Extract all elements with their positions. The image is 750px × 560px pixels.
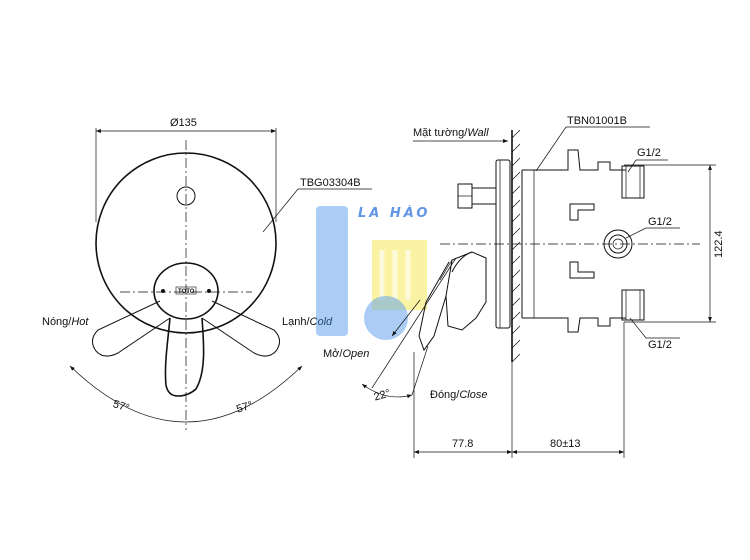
diameter-label: Ø135 — [170, 117, 197, 129]
close-label: Đóng/Close — [430, 389, 487, 401]
port-top-label: G1/2 — [637, 147, 661, 159]
lever-cold-position — [201, 300, 280, 357]
handle-body — [445, 251, 487, 331]
port-bottom-label: G1/2 — [648, 339, 672, 351]
handle-hub — [153, 262, 219, 320]
depth-back-label: 80±13 — [550, 438, 581, 450]
brand-mark: TOTO — [178, 289, 195, 295]
angle-right-label: 57° — [235, 399, 255, 416]
handle-angle-arc — [361, 383, 413, 399]
valve-body-bottom — [522, 317, 626, 333]
valve-body-top — [522, 149, 626, 171]
lever-closed — [164, 317, 205, 397]
diverter-hole — [176, 186, 196, 206]
side-view: Mặt tường/Wall 22° Mở/Open Đóng/Close — [323, 115, 725, 458]
port-top — [621, 165, 645, 199]
open-label: Mở/Open — [323, 348, 369, 360]
depth-front-label: 77.8 — [452, 438, 473, 450]
hot-label: Nóng/Hot — [42, 316, 89, 328]
handle-angle-label: 22° — [372, 387, 391, 403]
cold-label: Lạnh/Cold — [282, 316, 333, 328]
watermark-logo: LA HÀO — [316, 205, 430, 340]
lever-hot-position — [92, 300, 171, 357]
watermark-text: LA HÀO — [358, 205, 430, 221]
angle-left-label: 57° — [111, 398, 131, 415]
body-code-label: TBN01001B — [567, 115, 627, 127]
wall-label: Mặt tường/Wall — [413, 127, 489, 139]
port-mid-label: G1/2 — [648, 216, 672, 228]
plate-code-label: TBG03304B — [300, 177, 361, 189]
front-view: Ø135 TOTO 57° 57° Nóng/Hot Lạnh/Cold TBG… — [42, 117, 372, 430]
height-dimension-label: 122.4 — [713, 230, 725, 258]
rotation-arc — [69, 365, 303, 423]
lever-side — [418, 261, 450, 352]
port-bottom — [621, 289, 645, 321]
